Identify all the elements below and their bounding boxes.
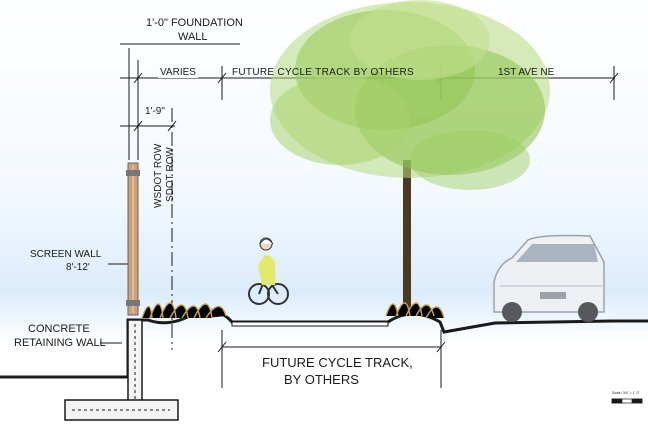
- wsdot-row-label-v: WSDOT ROW: [153, 143, 164, 208]
- screen-wall-label-line2: 8'-12': [66, 262, 90, 273]
- deciduous-tree-icon: [270, 0, 550, 310]
- scale-bar-icon: [611, 398, 643, 404]
- scale-text: Scale: 3/4" = 1'-0": [612, 391, 640, 395]
- cyclist-icon: [248, 237, 289, 305]
- first-ave-label: 1ST AVE NE: [498, 67, 555, 78]
- sedan-car-icon: [493, 234, 605, 322]
- future-cycle-track-top-label: FUTURE CYCLE TRACK BY OTHERS: [232, 67, 414, 78]
- screen-wall: [126, 162, 140, 316]
- concrete-retaining-wall: [64, 319, 179, 421]
- concrete-label-line1: CONCRETE: [28, 323, 90, 335]
- future-cycle-track-label-line2: BY OTHERS: [284, 372, 359, 387]
- sdot-row-label: SDOT ROW: [165, 147, 176, 202]
- foundation-wall-label-line2: WALL: [178, 31, 208, 43]
- future-cycle-track-label-line1: FUTURE CYCLE TRACK,: [262, 355, 413, 370]
- foundation-wall-label-line1: 1'-0" FOUNDATION: [146, 17, 243, 29]
- screen-wall-label-line1: SCREEN WALL: [30, 249, 102, 260]
- varies-label: VARIES: [158, 67, 198, 78]
- ornamental-grass-icon: [141, 302, 445, 319]
- row-offset-label: 1'-9": [145, 106, 165, 117]
- concrete-label-line2: RETAINING WALL: [14, 337, 106, 349]
